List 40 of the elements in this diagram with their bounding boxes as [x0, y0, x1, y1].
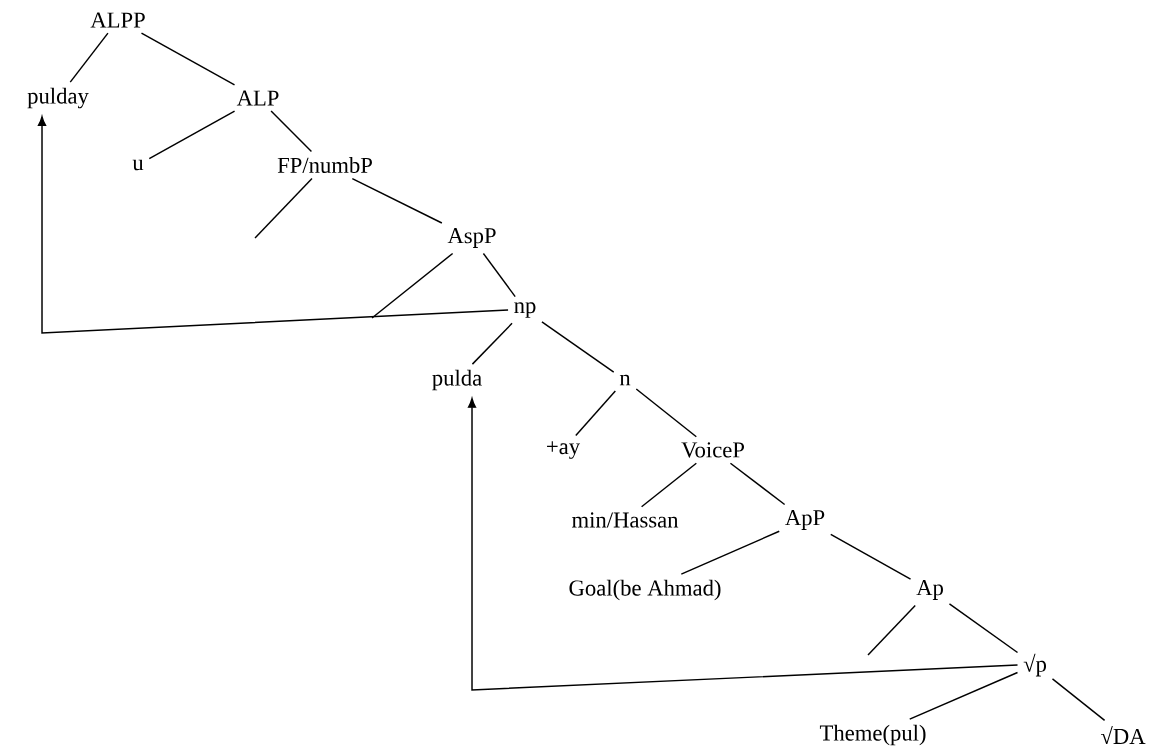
branch-line	[1051, 678, 1106, 722]
tree-label: Theme(pul)	[819, 724, 926, 746]
branch-line	[575, 390, 617, 437]
tree-label: np	[514, 302, 536, 318]
branch-line	[867, 604, 916, 656]
branch-line	[69, 32, 109, 83]
tree-label: FP/numbP	[277, 157, 372, 173]
tree-label: √DA	[1101, 725, 1146, 745]
branch-line	[482, 252, 516, 298]
tree-label: √p	[1023, 653, 1046, 677]
branch-line	[909, 671, 1019, 720]
tree-label: +ay	[547, 441, 580, 459]
branch-line	[640, 462, 698, 508]
tree-label: VoiceP	[681, 442, 744, 458]
branch-line	[680, 530, 780, 575]
branch-line	[541, 321, 615, 373]
tree-label: ALPP	[90, 12, 145, 28]
branch-line	[254, 177, 313, 239]
branch-line	[635, 388, 698, 438]
tree-label: Goal(be Ahmad)	[569, 579, 721, 601]
tree-label: n	[619, 374, 631, 386]
tree-label: pulday	[27, 87, 89, 109]
branch-line	[351, 177, 443, 224]
tree-label: AspP	[447, 228, 496, 248]
movement-arrow	[37, 116, 509, 334]
branch-line	[948, 603, 1019, 654]
branch-line	[471, 322, 513, 365]
branch-line	[270, 110, 313, 153]
tree-label: ALP	[236, 90, 279, 106]
tree-label: ApP	[785, 510, 825, 530]
branch-line	[830, 533, 912, 580]
branch-line	[371, 252, 454, 319]
movement-arrow	[467, 398, 1019, 691]
tree-label: Ap	[916, 580, 943, 600]
tree-label: min/Hassan	[572, 512, 679, 528]
branch-line	[729, 462, 786, 506]
branch-line	[140, 32, 236, 86]
tree-label: pulda	[432, 369, 482, 391]
branch-line	[148, 110, 236, 160]
tree-label: u	[132, 159, 144, 171]
